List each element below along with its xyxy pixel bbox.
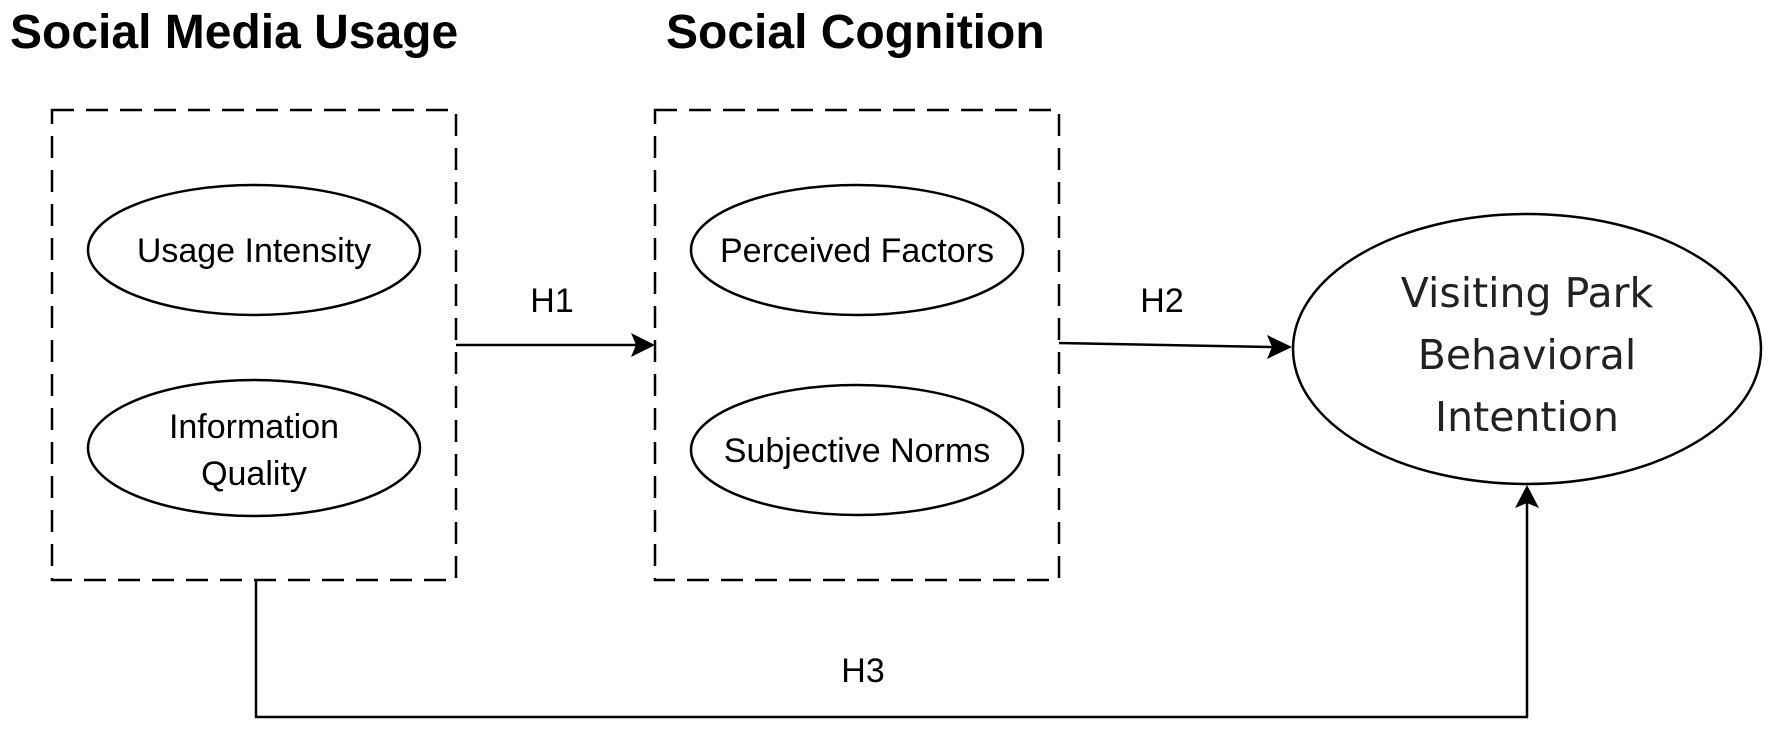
h1-arrow <box>456 333 655 357</box>
usage-intensity-node: Usage Intensity <box>86 183 422 317</box>
h2-label: H2 <box>1140 282 1183 320</box>
behavioral-intention-label-line2: Behavioral <box>1418 331 1637 379</box>
h3-arrow <box>254 485 1539 719</box>
usage-intensity-label: Usage Intensity <box>137 232 371 270</box>
subjective-norms-ellipse <box>689 383 1025 517</box>
usage-intensity-ellipse <box>86 183 422 317</box>
subjective-norms-label: Subjective Norms <box>724 432 990 470</box>
subjective-norms-node: Subjective Norms <box>689 383 1025 517</box>
behavioral-intention-node: Visiting Park Behavioral Intention <box>1291 212 1763 486</box>
perceived-factors-node: Perceived Factors <box>689 183 1025 317</box>
behavioral-intention-ellipse <box>1291 212 1763 486</box>
social-media-usage-group-box <box>50 108 458 582</box>
perceived-factors-label: Perceived Factors <box>720 232 994 270</box>
information-quality-label-line1: Information <box>169 408 339 446</box>
h1-label: H1 <box>530 282 573 320</box>
h3-arrowhead <box>1515 485 1539 508</box>
information-quality-label-line2: Quality <box>201 455 307 493</box>
h3-label: H3 <box>841 652 884 690</box>
behavioral-intention-label-line3: Intention <box>1435 393 1619 441</box>
perceived-factors-ellipse <box>689 183 1025 317</box>
social-media-usage-heading: Social Media Usage <box>10 6 458 59</box>
h1-arrowhead <box>631 333 655 357</box>
information-quality-ellipse <box>86 378 422 518</box>
behavioral-intention-label-line1: Visiting Park <box>1401 269 1654 317</box>
h2-arrow <box>1058 335 1292 359</box>
social-cognition-heading: Social Cognition <box>666 6 1045 59</box>
h3-arrow-line <box>254 503 1529 719</box>
information-quality-node: Information Quality <box>86 378 422 518</box>
h2-arrow-line <box>1058 341 1273 349</box>
h2-arrowhead <box>1267 335 1292 359</box>
